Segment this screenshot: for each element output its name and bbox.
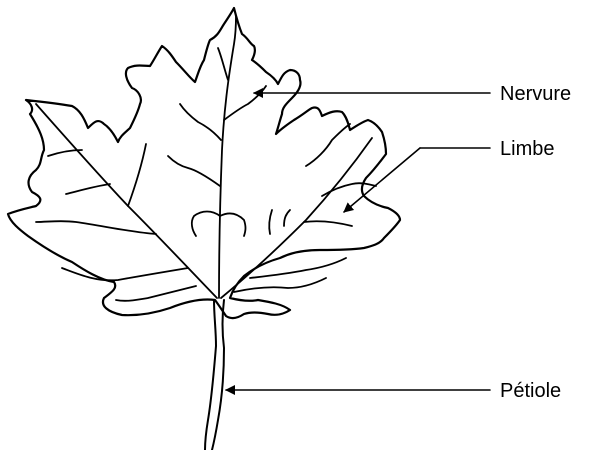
secondary-vein: [180, 104, 221, 140]
secondary-vein: [306, 124, 350, 166]
secondary-vein: [128, 144, 146, 206]
secondary-vein: [304, 221, 352, 226]
secondary-vein: [66, 184, 110, 194]
secondary-vein: [116, 286, 196, 301]
secondary-vein: [220, 213, 246, 236]
petiole-stem: [205, 300, 216, 450]
secondary-vein: [234, 278, 326, 292]
label-nervure: Nervure: [500, 83, 571, 105]
right-main-vein: [221, 138, 372, 298]
secondary-vein: [36, 221, 156, 234]
secondary-vein: [269, 210, 272, 234]
secondary-vein: [218, 48, 228, 80]
secondary-vein: [62, 268, 188, 280]
secondary-vein: [284, 210, 290, 226]
label-limbe: Limbe: [500, 138, 554, 160]
leaf-blade-outline: [8, 8, 400, 318]
secondary-vein: [322, 183, 376, 196]
label-petiole: Pétiole: [500, 380, 561, 402]
secondary-vein: [168, 156, 220, 186]
secondary-vein: [192, 212, 220, 237]
secondary-vein: [48, 150, 82, 156]
secondary-vein: [224, 86, 266, 120]
